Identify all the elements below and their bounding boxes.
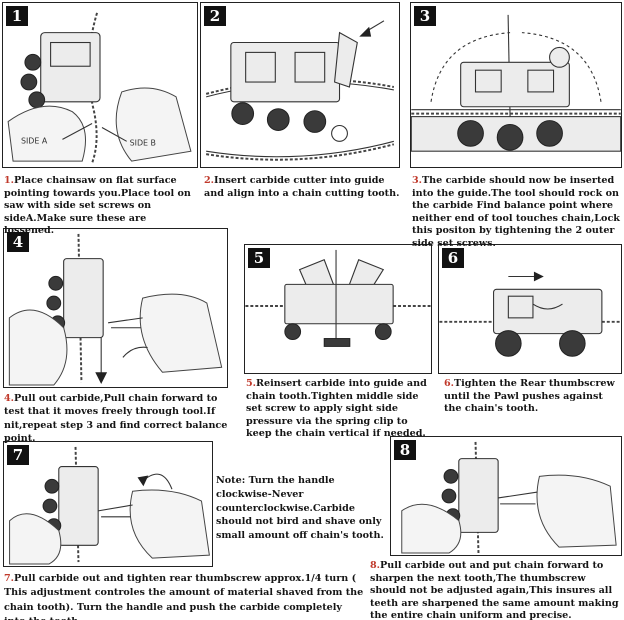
step-8-caption: 8.Pull carbide out and put chain forward… — [370, 560, 622, 620]
step-8-badge: 8 — [394, 440, 416, 460]
step-5-illustration — [245, 249, 431, 347]
step-2-illustration — [205, 20, 395, 161]
step-5-caption: 5.Reinsert carbide into guide and chain … — [246, 378, 434, 441]
step-4-caption: 4.Pull out carbide,Pull chain forward to… — [4, 392, 240, 446]
step-3-panel: 3 — [410, 2, 622, 168]
step-5-number: 5. — [246, 378, 257, 389]
step-7-badge: 7 — [7, 445, 29, 465]
step-7-panel: 7 — [3, 441, 213, 567]
step-2-number: 2. — [204, 175, 215, 186]
step-4-illustration — [8, 233, 223, 386]
step-3-number: 3. — [412, 175, 423, 186]
step-3-caption: 3.The carbide should now be inserted int… — [412, 175, 622, 251]
side-b-label: SIDE B — [130, 138, 156, 147]
clockwise-note: Note: Turn the handle clockwise-Never co… — [216, 475, 384, 542]
step-8-number: 8. — [370, 560, 381, 571]
step-3-text: The carbide should now be inserted into … — [412, 175, 620, 249]
step-5-badge: 5 — [248, 248, 270, 268]
step-6-badge: 6 — [442, 248, 464, 268]
step-2-caption: 2.Insert carbide cutter into guide and a… — [204, 175, 404, 200]
step-6-illustration — [439, 271, 621, 357]
step-7-illustration — [9, 446, 210, 565]
side-a-label: SIDE A — [21, 136, 48, 145]
step-5-text: Reinsert carbide into guide and chain to… — [246, 378, 427, 440]
step-7-caption: 7.Pull carbide out and tighten rear thum… — [4, 572, 364, 620]
step-4-badge: 4 — [7, 232, 29, 252]
step-8-illustration — [401, 441, 617, 554]
step-8-panel: 8 — [390, 436, 622, 556]
step-6-number: 6. — [444, 378, 455, 389]
step-5-panel: 5 — [244, 244, 432, 374]
step-7-text: Pull carbide out and tighten rear thumbs… — [4, 573, 364, 620]
step-3-badge: 3 — [414, 6, 436, 26]
step-1-text: Place chainsaw on flat surface pointing … — [4, 175, 191, 237]
step-1-illustration: SIDE A SIDE B — [7, 12, 192, 164]
step-6-text: Tighten the Rear thumbscrew until the Pa… — [444, 378, 615, 415]
step-2-text: Insert carbide cutter into guide and ali… — [204, 175, 400, 199]
step-2-panel: 2 — [200, 2, 400, 168]
step-8-text: Pull carbide out and put chain forward t… — [370, 560, 619, 620]
step-3-illustration — [411, 14, 621, 152]
step-4-panel: 4 — [3, 228, 228, 388]
step-4-text: Pull out carbide,Pull chain forward to t… — [4, 393, 228, 445]
step-6-caption: 6.Tighten the Rear thumbscrew until the … — [444, 378, 620, 416]
step-1-number: 1. — [4, 175, 15, 186]
step-2-badge: 2 — [204, 6, 226, 26]
step-6-panel: 6 — [438, 244, 622, 374]
step-7-number: 7. — [4, 573, 15, 584]
step-1-panel: 1 SIDE A SIDE B — [2, 2, 198, 168]
step-1-badge: 1 — [6, 6, 28, 26]
step-1-caption: 1.Place chainsaw on flat surface pointin… — [4, 175, 199, 238]
step-4-number: 4. — [4, 393, 15, 404]
